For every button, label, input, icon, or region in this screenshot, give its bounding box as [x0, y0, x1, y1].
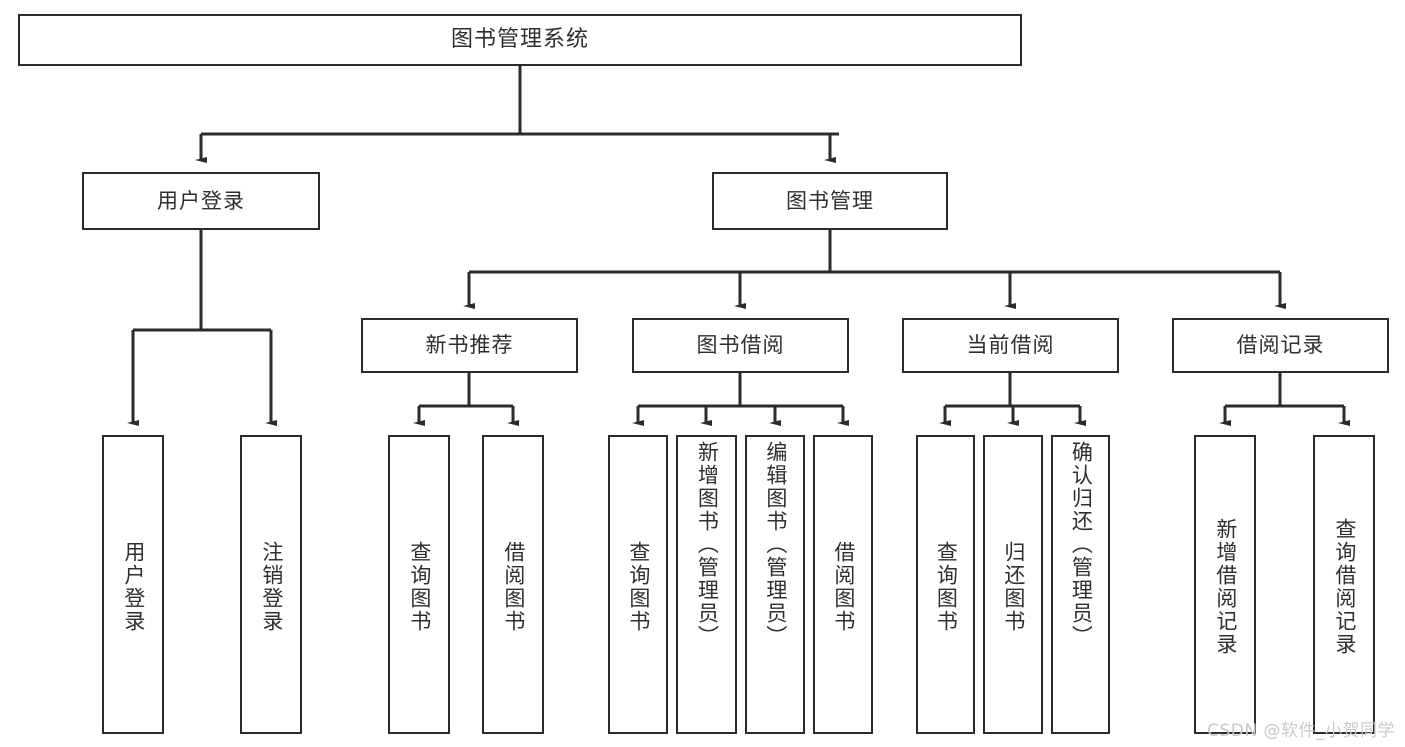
node-label-leaf-user-login: 用户登录 [121, 540, 146, 633]
node-leaf-confirm-return[interactable]: 确认归还（管理员） [1051, 435, 1110, 734]
node-leaf-return-book[interactable]: 归还图书 [983, 435, 1043, 734]
node-label-leaf-borrow-book: 借阅图书 [831, 540, 856, 633]
node-label-leaf-borrow-book-recommend: 借阅图书 [501, 540, 526, 633]
node-user-login[interactable]: 用户登录 [82, 172, 320, 230]
node-current-borrow[interactable]: 当前借阅 [902, 318, 1119, 373]
node-label-book-manage: 图书管理 [786, 188, 874, 213]
node-label-borrow-record: 借阅记录 [1236, 333, 1325, 357]
node-root-system[interactable]: 图书管理系统 [18, 14, 1022, 66]
node-leaf-query-book-borrow[interactable]: 查询图书 [608, 435, 668, 734]
node-label-root: 图书管理系统 [450, 27, 589, 52]
node-label-leaf-query-book-recommend: 查询图书 [407, 540, 432, 633]
node-label-book-borrow: 图书借阅 [696, 333, 785, 357]
node-leaf-borrow-book-recommend[interactable]: 借阅图书 [482, 435, 544, 734]
node-leaf-borrow-book[interactable]: 借阅图书 [813, 435, 873, 734]
node-book-borrow[interactable]: 图书借阅 [632, 318, 849, 373]
node-label-leaf-user-logout: 注销登录 [259, 540, 284, 633]
node-label-leaf-query-book-borrow: 查询图书 [626, 540, 651, 633]
node-label-leaf-query-book-current: 查询图书 [934, 540, 959, 633]
node-book-manage[interactable]: 图书管理 [712, 172, 948, 230]
node-label-leaf-add-borrow-record: 新增借阅记录 [1213, 517, 1238, 656]
node-label-leaf-return-book: 归还图书 [1001, 540, 1026, 633]
node-label-current-borrow: 当前借阅 [966, 333, 1055, 357]
node-label-user-login: 用户登录 [157, 188, 245, 213]
node-label-leaf-query-borrow-record: 查询借阅记录 [1332, 517, 1357, 656]
node-leaf-query-book-current[interactable]: 查询图书 [916, 435, 975, 734]
node-label-leaf-add-book: 新增图书（管理员） [695, 441, 720, 648]
node-leaf-edit-book[interactable]: 编辑图书（管理员） [745, 435, 805, 734]
node-leaf-query-borrow-record[interactable]: 查询借阅记录 [1313, 435, 1375, 734]
node-leaf-add-borrow-record[interactable]: 新增借阅记录 [1194, 435, 1256, 734]
node-label-leaf-edit-book: 编辑图书（管理员） [763, 441, 788, 648]
node-leaf-query-book-recommend[interactable]: 查询图书 [388, 435, 450, 734]
node-borrow-record[interactable]: 借阅记录 [1172, 318, 1389, 373]
node-leaf-add-book[interactable]: 新增图书（管理员） [676, 435, 737, 734]
node-label-new-book-recommend: 新书推荐 [425, 333, 514, 357]
node-label-leaf-confirm-return: 确认归还（管理员） [1069, 441, 1094, 648]
node-leaf-user-login[interactable]: 用户登录 [102, 435, 164, 734]
node-leaf-user-logout[interactable]: 注销登录 [240, 435, 302, 734]
node-new-book-recommend[interactable]: 新书推荐 [361, 318, 578, 373]
